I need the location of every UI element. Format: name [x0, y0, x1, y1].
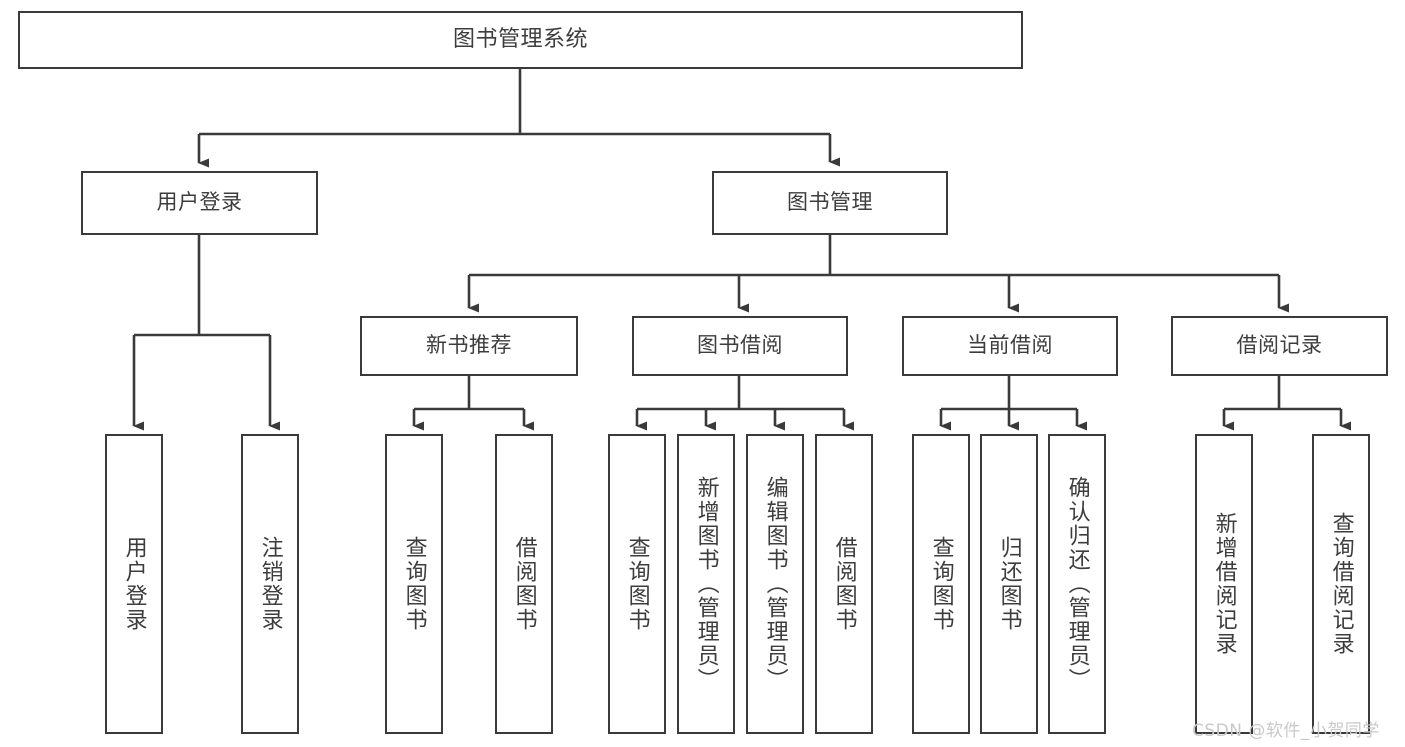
node-leaf-user-login-logout[interactable]: 注销登录: [241, 434, 299, 734]
node-leaf-currentborrow-return-book[interactable]: 归还图书: [980, 434, 1038, 734]
node-leaf-borrowrecord-add-record[interactable]: 新增借阅记录: [1195, 434, 1253, 734]
node-current-borrow-label: 当前借阅: [967, 333, 1053, 358]
node-new-book-recommend-label: 新书推荐: [426, 333, 512, 358]
node-leaf-label: 编辑图书（管理员）: [762, 476, 788, 692]
node-user-login-label: 用户登录: [156, 190, 243, 215]
node-leaf-label: 确认归还（管理员）: [1064, 476, 1090, 692]
node-leaf-bookborrow-borrow-book[interactable]: 借阅图书: [815, 434, 873, 734]
node-leaf-label: 借阅图书: [831, 536, 857, 632]
node-leaf-label: 归还图书: [996, 536, 1022, 632]
node-borrow-record-label: 借阅记录: [1236, 333, 1323, 358]
node-leaf-label: 查询图书: [401, 536, 427, 632]
node-user-login[interactable]: 用户登录: [81, 171, 318, 235]
csdn-watermark: CSDN @软件_小贺同学: [1192, 721, 1380, 741]
node-leaf-label: 借阅图书: [511, 536, 537, 632]
node-leaf-newbook-borrow-book[interactable]: 借阅图书: [495, 434, 553, 734]
node-leaf-borrowrecord-query-record[interactable]: 查询借阅记录: [1312, 434, 1370, 734]
node-leaf-label: 注销登录: [257, 536, 283, 632]
node-borrow-record[interactable]: 借阅记录: [1171, 316, 1388, 376]
node-leaf-label: 查询借阅记录: [1328, 512, 1354, 656]
node-current-borrow[interactable]: 当前借阅: [902, 316, 1118, 376]
node-book-borrow[interactable]: 图书借阅: [632, 316, 848, 376]
node-new-book-recommend[interactable]: 新书推荐: [360, 316, 578, 376]
node-leaf-currentborrow-confirm-return-admin[interactable]: 确认归还（管理员）: [1048, 434, 1106, 734]
node-leaf-newbook-query-book[interactable]: 查询图书: [385, 434, 443, 734]
node-book-management[interactable]: 图书管理: [712, 171, 948, 235]
node-leaf-user-login-login[interactable]: 用户登录: [105, 434, 163, 734]
node-leaf-label: 新增借阅记录: [1211, 512, 1237, 656]
node-book-borrow-label: 图书借阅: [697, 333, 783, 358]
node-leaf-label: 查询图书: [624, 536, 650, 632]
node-leaf-bookborrow-query-book[interactable]: 查询图书: [608, 434, 666, 734]
node-leaf-bookborrow-add-book-admin[interactable]: 新增图书（管理员）: [677, 434, 735, 734]
node-leaf-bookborrow-edit-book-admin[interactable]: 编辑图书（管理员）: [746, 434, 804, 734]
node-leaf-label: 新增图书（管理员）: [693, 476, 719, 692]
node-leaf-currentborrow-query-book[interactable]: 查询图书: [912, 434, 970, 734]
node-leaf-label: 查询图书: [928, 536, 954, 632]
node-book-management-label: 图书管理: [787, 190, 873, 215]
node-root-label: 图书管理系统: [452, 26, 588, 52]
node-root-book-management-system[interactable]: 图书管理系统: [18, 11, 1023, 69]
node-leaf-label: 用户登录: [121, 536, 147, 632]
